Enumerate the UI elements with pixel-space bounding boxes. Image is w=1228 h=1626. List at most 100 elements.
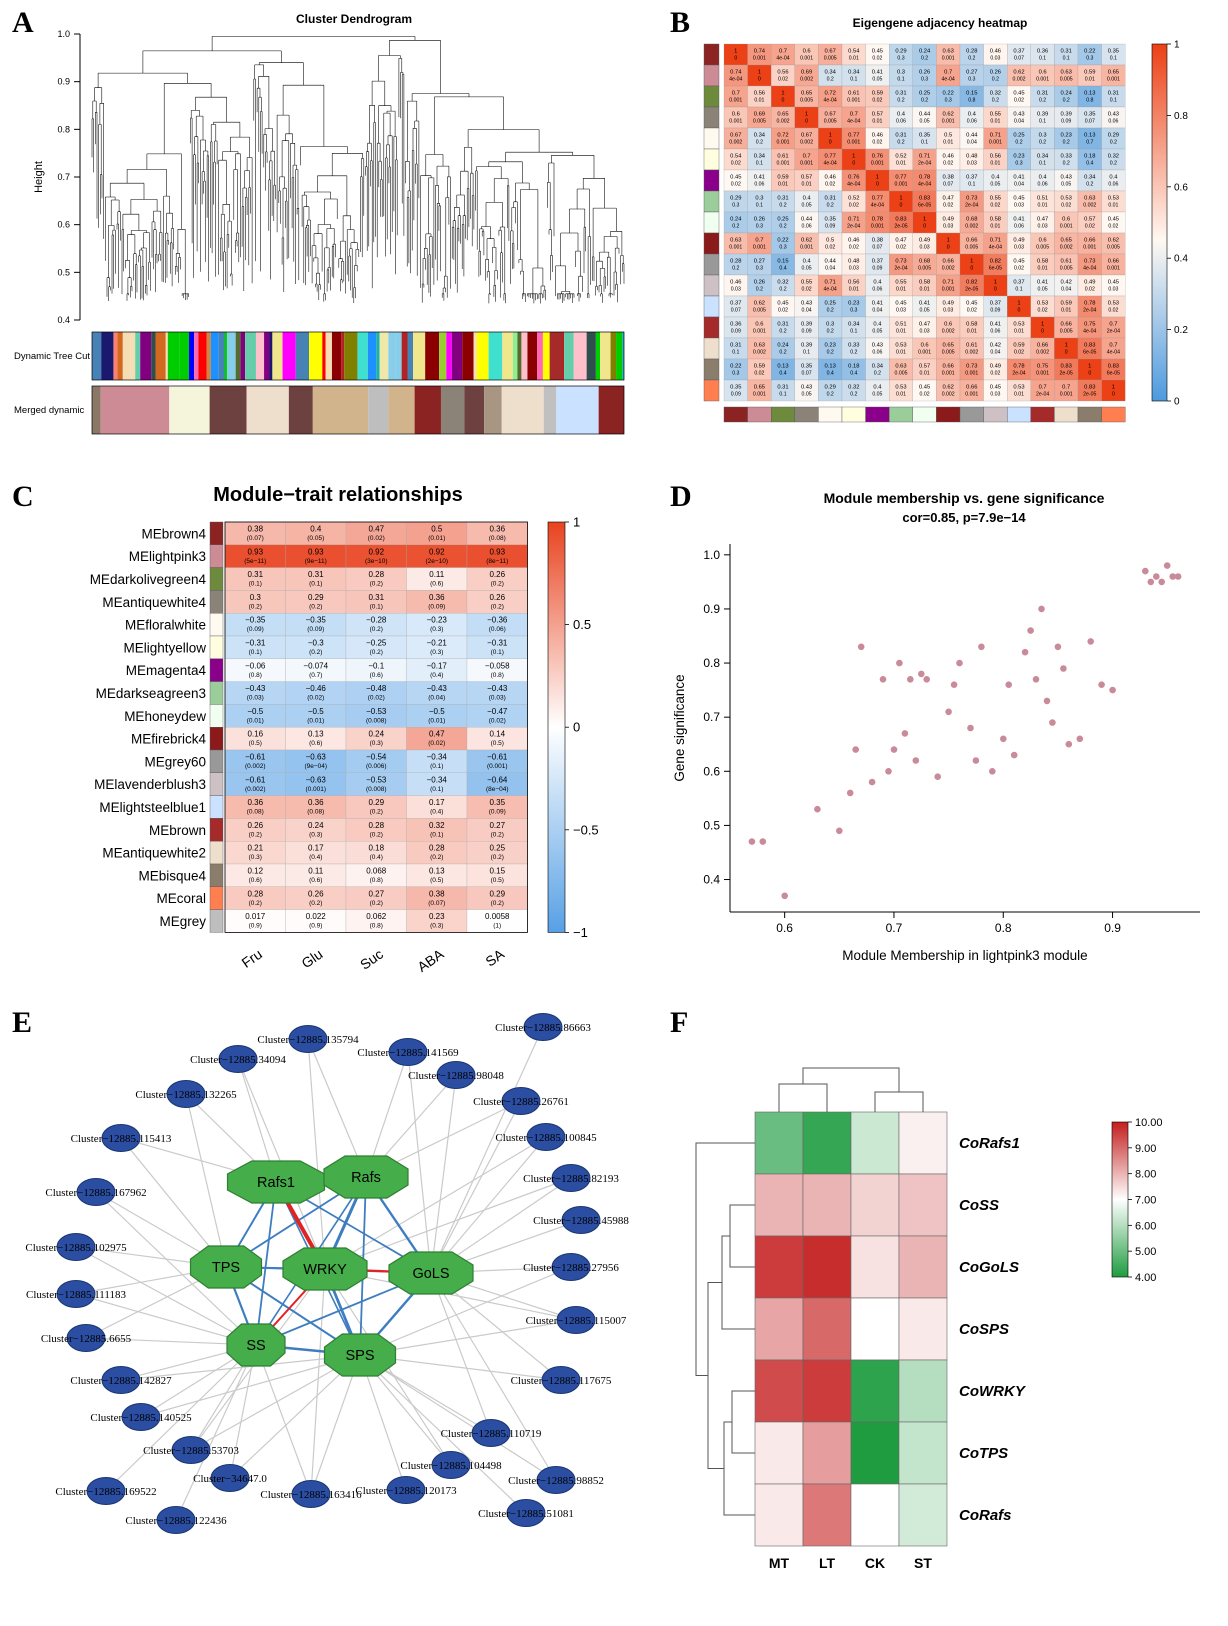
y-axis-label: Gene significance bbox=[672, 674, 687, 781]
adjacency-cell bbox=[841, 337, 866, 360]
svg-text:0.29: 0.29 bbox=[489, 889, 505, 898]
svg-text:(0.02): (0.02) bbox=[489, 717, 506, 724]
data-point bbox=[907, 676, 914, 683]
adjacency-cell bbox=[794, 106, 819, 129]
svg-text:0.1: 0.1 bbox=[1110, 98, 1117, 104]
adjacency-cell bbox=[723, 379, 748, 402]
adjacency-cell bbox=[747, 274, 772, 297]
adjacency-cell bbox=[771, 337, 795, 360]
svg-text:0.32: 0.32 bbox=[429, 821, 445, 830]
panel-b-letter: B bbox=[670, 6, 691, 39]
adjacency-cell bbox=[1054, 64, 1079, 87]
adjacency-cell bbox=[841, 148, 866, 171]
adjacency-cell bbox=[818, 232, 843, 255]
scale-tick-label: 10.00 bbox=[1135, 1117, 1163, 1129]
svg-text:(0.03): (0.03) bbox=[489, 695, 506, 702]
adjacency-cell bbox=[1101, 274, 1126, 297]
svg-text:0.31: 0.31 bbox=[730, 343, 741, 349]
adjacency-cell bbox=[771, 232, 795, 255]
adjacency-cell bbox=[1077, 379, 1102, 402]
adjacency-cell bbox=[912, 316, 937, 339]
svg-text:0.67: 0.67 bbox=[730, 133, 741, 139]
svg-text:0.02: 0.02 bbox=[1061, 203, 1071, 209]
gene-row-label: CoSS bbox=[959, 1197, 999, 1214]
svg-text:0.67: 0.67 bbox=[825, 49, 836, 55]
adjacency-cell bbox=[1030, 64, 1055, 87]
expression-cell bbox=[850, 1235, 900, 1299]
svg-text:0.53: 0.53 bbox=[1108, 301, 1119, 307]
adjacency-cell bbox=[865, 337, 890, 360]
svg-text:0.66: 0.66 bbox=[1061, 322, 1072, 328]
data-point bbox=[1000, 735, 1007, 743]
svg-text:0.41: 0.41 bbox=[872, 301, 883, 307]
svg-text:0.75: 0.75 bbox=[1037, 364, 1048, 370]
svg-text:0.92: 0.92 bbox=[429, 547, 445, 556]
col-module-color bbox=[818, 406, 843, 423]
svg-text:0.005: 0.005 bbox=[1036, 245, 1049, 251]
adjacency-cell bbox=[841, 379, 866, 402]
adjacency-cell bbox=[794, 169, 819, 192]
expression-cell bbox=[802, 1359, 852, 1423]
adjacency-cell bbox=[747, 337, 772, 360]
panel-c-title: Module−trait relationships bbox=[213, 484, 463, 506]
svg-text:0.28: 0.28 bbox=[368, 821, 384, 830]
svg-text:0: 0 bbox=[829, 140, 832, 146]
adjacency-cell bbox=[841, 85, 866, 108]
svg-text:0.66: 0.66 bbox=[1037, 343, 1048, 349]
adjacency-cell bbox=[841, 232, 866, 255]
svg-text:0.04: 0.04 bbox=[802, 308, 812, 314]
adjacency-cell bbox=[723, 190, 748, 213]
module-color-swatch bbox=[209, 590, 224, 614]
cluster-node-label: Cluster−12885.26761 bbox=[473, 1096, 569, 1108]
svg-text:0.4: 0.4 bbox=[1174, 254, 1188, 265]
adjacency-cell bbox=[1077, 148, 1102, 171]
svg-text:0.001: 0.001 bbox=[729, 98, 742, 104]
cluster-node-label: Cluster−12885.45988 bbox=[533, 1215, 629, 1227]
svg-text:0.02: 0.02 bbox=[967, 308, 977, 314]
adjacency-cell bbox=[936, 190, 961, 213]
svg-text:0.42: 0.42 bbox=[990, 343, 1001, 349]
adjacency-cell bbox=[959, 358, 984, 381]
adjacency-cell bbox=[959, 211, 984, 234]
svg-text:0.36: 0.36 bbox=[247, 798, 263, 807]
svg-text:(0.5): (0.5) bbox=[491, 877, 504, 884]
module-row-label: MEdarkseagreen3 bbox=[96, 686, 206, 701]
adjacency-cell bbox=[912, 358, 937, 381]
svg-text:0.001: 0.001 bbox=[1107, 266, 1120, 272]
svg-text:(0.2): (0.2) bbox=[370, 900, 383, 907]
svg-text:Height: Height bbox=[33, 161, 45, 193]
svg-text:0.2: 0.2 bbox=[1039, 98, 1046, 104]
svg-text:(0.8): (0.8) bbox=[249, 672, 262, 679]
adjacency-cell bbox=[912, 148, 937, 171]
svg-text:0.24: 0.24 bbox=[919, 49, 931, 55]
adjacency-cell bbox=[983, 190, 1008, 213]
svg-text:0.03: 0.03 bbox=[1014, 245, 1024, 251]
svg-text:0.1: 0.1 bbox=[968, 182, 975, 188]
svg-text:0.47: 0.47 bbox=[429, 730, 445, 739]
module-color-swatch bbox=[209, 681, 224, 705]
adjacency-cell bbox=[912, 64, 937, 87]
expression-cell bbox=[850, 1111, 900, 1175]
gene-row-label: CoRafs bbox=[959, 1507, 1012, 1524]
svg-text:−0.06: −0.06 bbox=[245, 661, 266, 670]
svg-text:0.7: 0.7 bbox=[886, 921, 903, 935]
svg-text:0.15: 0.15 bbox=[777, 259, 788, 265]
adjacency-cell bbox=[1077, 211, 1102, 234]
svg-text:0.54: 0.54 bbox=[730, 154, 742, 160]
scale-tick-label: 9.00 bbox=[1135, 1143, 1156, 1155]
expression-cell bbox=[850, 1297, 900, 1361]
svg-text:0.47: 0.47 bbox=[895, 238, 906, 244]
svg-text:0.2: 0.2 bbox=[1174, 325, 1188, 336]
svg-text:0.06: 0.06 bbox=[872, 287, 882, 293]
svg-text:(0.1): (0.1) bbox=[491, 649, 504, 656]
svg-text:0.35: 0.35 bbox=[825, 217, 836, 223]
svg-text:0.46: 0.46 bbox=[848, 238, 859, 244]
svg-text:−0.43: −0.43 bbox=[245, 684, 266, 693]
scale-tick-label: 7.00 bbox=[1135, 1195, 1156, 1207]
module-color-swatch bbox=[209, 521, 224, 545]
svg-text:0.062: 0.062 bbox=[366, 912, 387, 921]
adjacency-cell bbox=[794, 253, 819, 276]
data-point bbox=[759, 838, 767, 845]
svg-text:0.04: 0.04 bbox=[872, 308, 882, 314]
